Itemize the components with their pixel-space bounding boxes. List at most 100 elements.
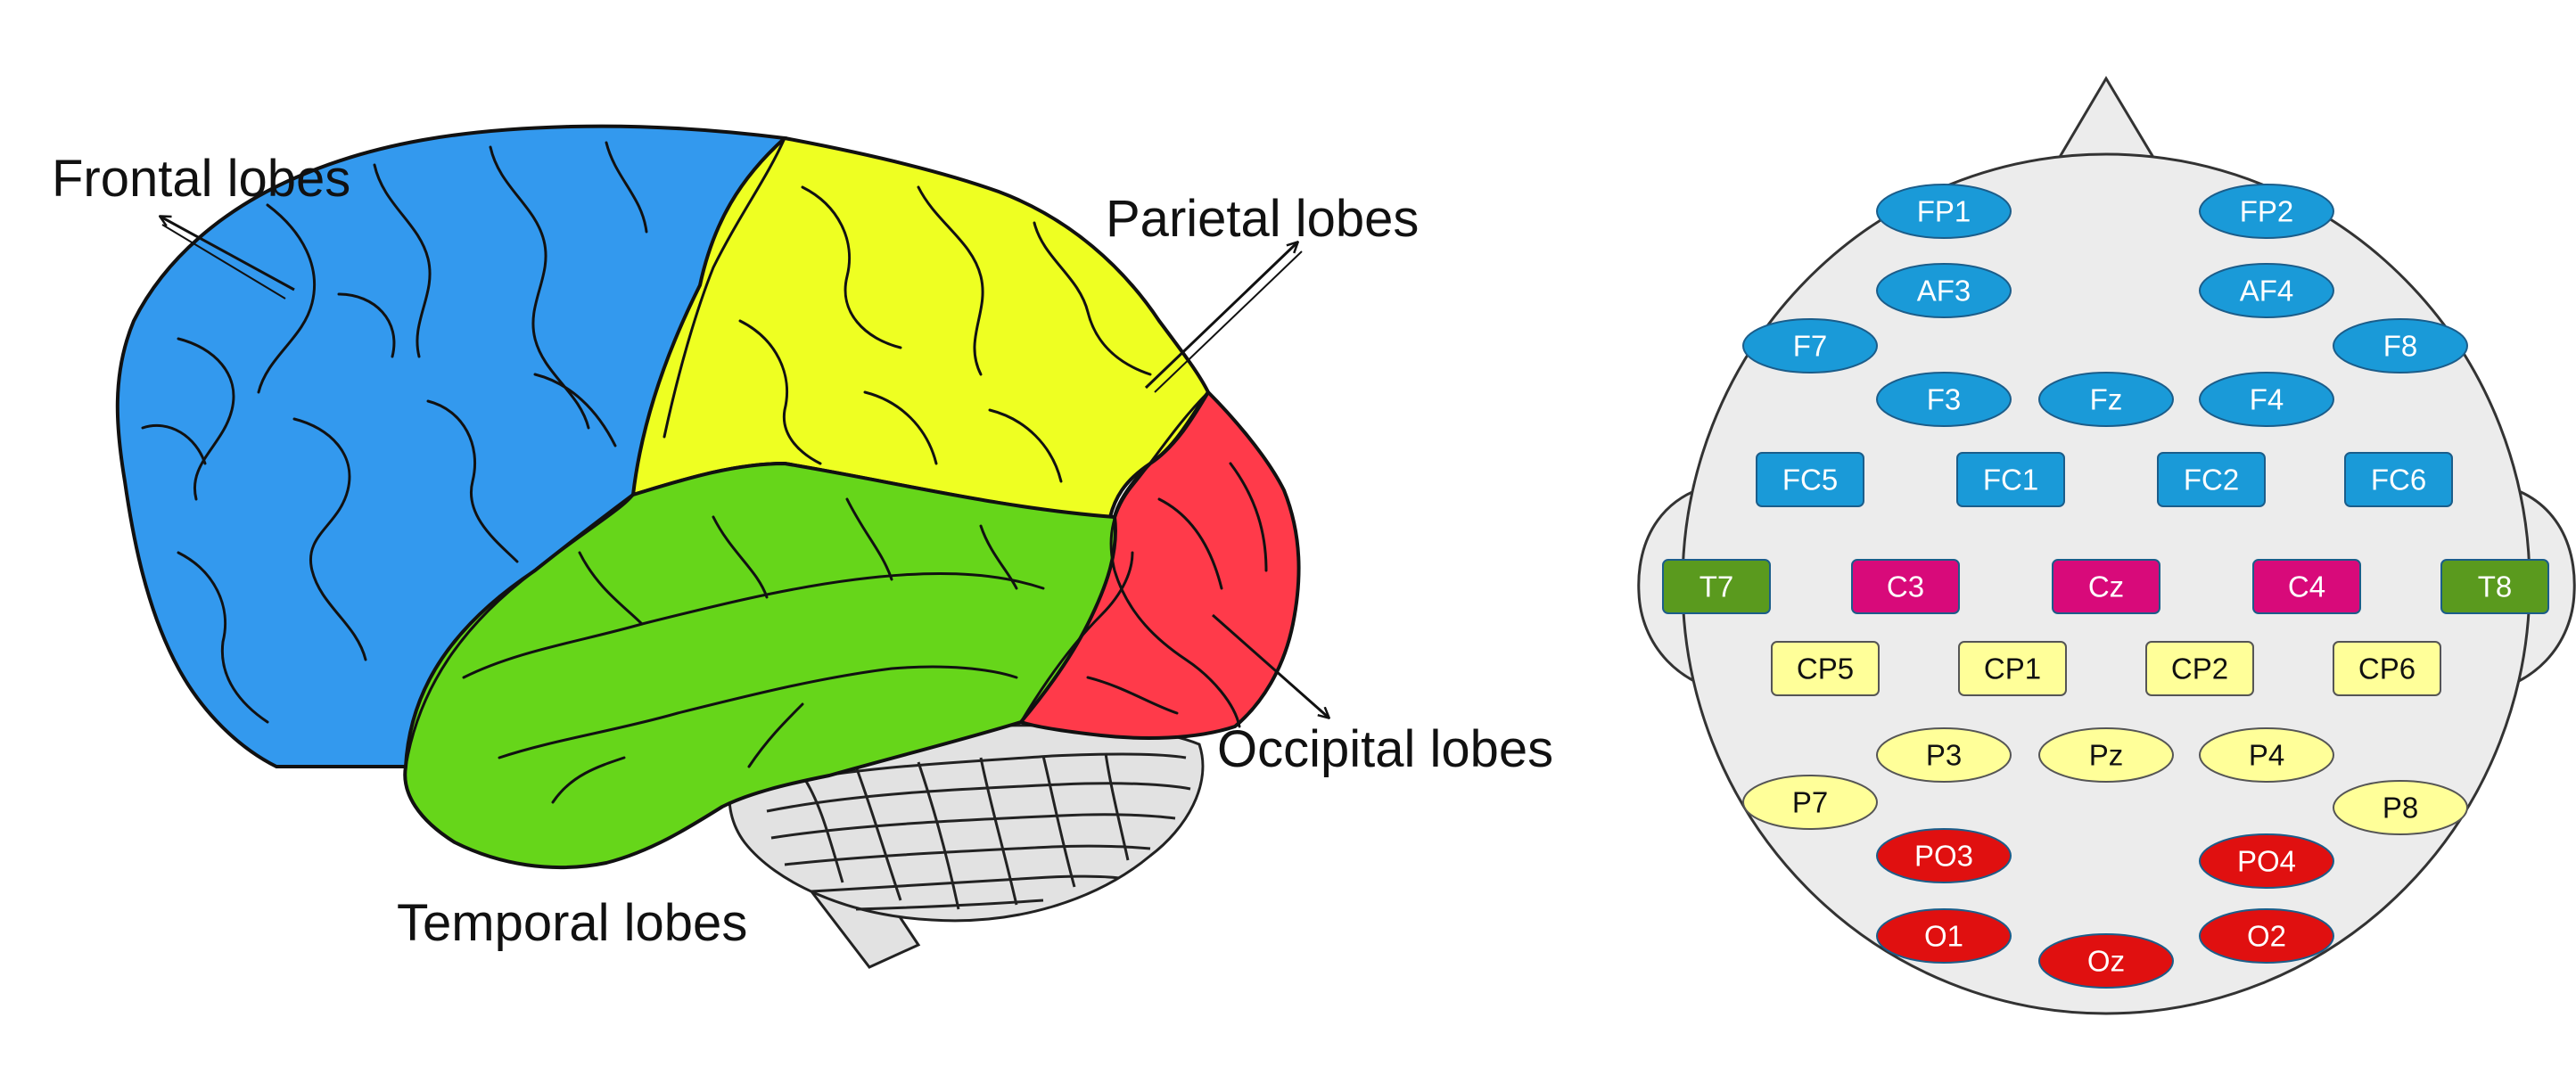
electrode-label: FP1	[1917, 195, 1971, 228]
electrode-cp6: CP6	[2333, 641, 2441, 696]
frontal-arrow-shadow	[161, 224, 286, 300]
frontal-arrow	[160, 217, 295, 291]
electrode-t8: T8	[2440, 559, 2549, 614]
electrode-p8: P8	[2333, 780, 2468, 835]
electrode-label: P4	[2249, 739, 2284, 772]
electrode-marker	[2199, 184, 2334, 239]
electrode-label: CP1	[1984, 653, 2041, 685]
electrode-f3: F3	[1876, 372, 2012, 427]
electrode-marker	[1662, 559, 1771, 614]
electrode-c4: C4	[2252, 559, 2361, 614]
electrode-marker	[1876, 372, 2012, 427]
electrode-marker	[1851, 559, 1960, 614]
electrode-label: O1	[1924, 920, 1963, 953]
electrode-fc6: FC6	[2344, 452, 2453, 507]
electrode-marker	[2199, 263, 2334, 318]
electrode-p3: P3	[1876, 727, 2012, 783]
electrode-marker	[2199, 833, 2334, 889]
electrode-marker	[1956, 452, 2065, 507]
electrode-marker	[2038, 372, 2174, 427]
temporal-lobes-label: Temporal lobes	[397, 894, 747, 952]
electrode-marker	[2038, 933, 2174, 989]
electrode-label: O2	[2247, 920, 2286, 953]
electrode-af3: AF3	[1876, 263, 2012, 318]
electrode-fz: Fz	[2038, 372, 2174, 427]
electrode-label: P3	[1926, 739, 1962, 772]
lobe-labels: Frontal lobes Parietal lobes Occipital l…	[52, 150, 1553, 952]
electrode-marker	[1958, 641, 2067, 696]
electrode-marker	[2038, 727, 2174, 783]
electrode-marker	[2333, 780, 2468, 835]
electrode-marker	[2157, 452, 2266, 507]
electrode-label: CP5	[1797, 653, 1854, 685]
electrode-marker	[1876, 727, 2012, 783]
electrode-marker	[2199, 372, 2334, 427]
electrode-marker	[1771, 641, 1880, 696]
electrode-label: F4	[2250, 383, 2284, 416]
electrode-label: Pz	[2089, 739, 2124, 772]
electrode-label: P7	[1792, 786, 1828, 819]
electrode-marker	[2199, 908, 2334, 964]
electrode-label: F8	[2383, 330, 2418, 363]
electrode-cp1: CP1	[1958, 641, 2067, 696]
electrode-marker	[1756, 452, 1864, 507]
electrode-label: Fz	[2090, 383, 2123, 416]
cerebellum	[728, 724, 1205, 969]
electrode-label: Cz	[2088, 570, 2124, 603]
electrode-marker	[2052, 559, 2160, 614]
electrode-label: FC6	[2371, 464, 2426, 497]
brain-illustration	[115, 124, 1301, 969]
electrode-cp2: CP2	[2145, 641, 2254, 696]
parietal-arrow	[1144, 242, 1297, 390]
occipital-arrow	[1212, 613, 1329, 718]
electrode-marker	[1876, 263, 2012, 318]
electrode-label: T8	[2478, 570, 2513, 603]
electrode-t7: T7	[1662, 559, 1771, 614]
electrode-label: FC2	[2184, 464, 2239, 497]
electrode-marker	[2440, 559, 2549, 614]
electrode-label: FC1	[1983, 464, 2038, 497]
electrode-marker	[2145, 641, 2254, 696]
electrode-marker	[1742, 775, 1878, 830]
electrode-marker	[2252, 559, 2361, 614]
parietal-arrow-shadow	[1154, 250, 1303, 393]
electrode-label: FP2	[2240, 195, 2294, 228]
electrode-o2: O2	[2199, 908, 2334, 964]
electrode-f8: F8	[2333, 318, 2468, 373]
electrode-o1: O1	[1876, 908, 2012, 964]
electrode-label: CP2	[2171, 653, 2228, 685]
electrode-oz: Oz	[2038, 933, 2174, 989]
electrode-af4: AF4	[2199, 263, 2334, 318]
electrode-fc2: FC2	[2157, 452, 2266, 507]
electrode-cz: Cz	[2052, 559, 2160, 614]
electrode-label: P8	[2383, 792, 2418, 825]
electrode-marker	[1876, 184, 2012, 239]
electrode-label: F7	[1793, 330, 1828, 363]
electrode-marker	[2333, 641, 2441, 696]
electrode-cp5: CP5	[1771, 641, 1880, 696]
electrode-f4: F4	[2199, 372, 2334, 427]
electrode-p4: P4	[2199, 727, 2334, 783]
electrode-f7: F7	[1742, 318, 1878, 373]
electrode-label: C3	[1887, 570, 1924, 603]
electrode-fc1: FC1	[1956, 452, 2065, 507]
electrode-marker	[1876, 828, 2012, 883]
parietal-lobes-label: Parietal lobes	[1106, 190, 1419, 248]
electrode-fc5: FC5	[1756, 452, 1864, 507]
electrode-label: T7	[1700, 570, 1734, 603]
electrode-marker	[2199, 727, 2334, 783]
electrode-label: AF4	[2240, 275, 2294, 308]
electrode-po3: PO3	[1876, 828, 2012, 883]
electrode-label: Oz	[2087, 945, 2125, 978]
electrode-label: F3	[1927, 383, 1962, 416]
electrode-fp1: FP1	[1876, 184, 2012, 239]
electrode-label: PO3	[1914, 840, 1973, 873]
electrode-fp2: FP2	[2199, 184, 2334, 239]
occipital-lobes-label: Occipital lobes	[1217, 720, 1553, 778]
electrode-label: CP6	[2358, 653, 2416, 685]
electrode-marker	[2344, 452, 2453, 507]
electrode-pz: Pz	[2038, 727, 2174, 783]
